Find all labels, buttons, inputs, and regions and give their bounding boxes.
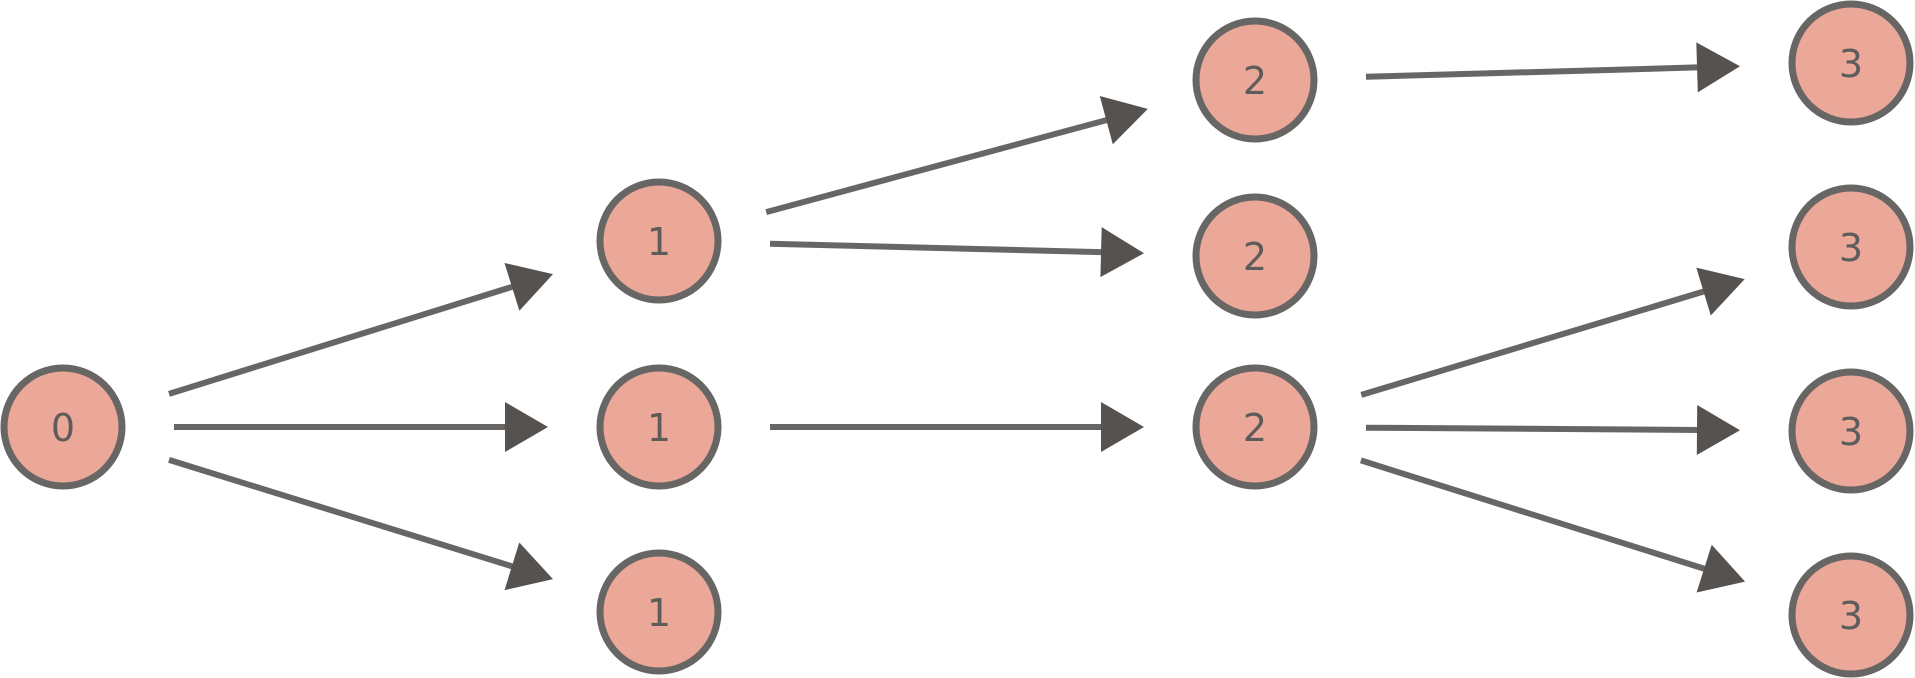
node-label: 2 (1243, 235, 1267, 279)
arrowhead (1696, 42, 1740, 93)
edge-arrow (168, 263, 553, 397)
tree-node: 3 (1788, 0, 1914, 126)
node-circle (1788, 552, 1914, 678)
node-label: 3 (1839, 410, 1863, 454)
node-label: 1 (647, 220, 671, 264)
edge-line (1365, 64, 1702, 80)
edge-arrow (174, 402, 548, 452)
arrowhead (1696, 405, 1740, 455)
edge-arrow (1365, 42, 1740, 93)
arrowhead (1696, 544, 1746, 593)
edge-line (1360, 287, 1709, 398)
node-circle (596, 178, 722, 304)
edge-arrow (1360, 267, 1745, 398)
tree-node: 2 (1192, 364, 1318, 490)
arrowhead (504, 263, 553, 311)
tree-node: 1 (596, 549, 722, 675)
node-circle (0, 364, 126, 490)
edge-arrow (770, 402, 1144, 452)
edge-line (1359, 457, 1709, 573)
node-circle (1788, 368, 1914, 494)
edge-line (1365, 424, 1702, 433)
node-circle (596, 549, 722, 675)
edges-layer (168, 42, 1746, 593)
arrowhead (1099, 96, 1148, 145)
node-label: 2 (1243, 406, 1267, 450)
edge-line (168, 457, 517, 571)
node-label: 3 (1839, 226, 1863, 270)
edge-arrow (765, 96, 1148, 215)
tree-node: 1 (596, 178, 722, 304)
tree-node: 3 (1788, 184, 1914, 310)
arrowhead (505, 402, 548, 452)
node-circle (1192, 17, 1318, 143)
node-label: 3 (1839, 42, 1863, 86)
tree-node: 2 (1192, 17, 1318, 143)
edge-arrow (769, 227, 1144, 278)
node-circle (596, 364, 722, 490)
arrowhead (1696, 267, 1745, 316)
tree-node: 1 (596, 364, 722, 490)
tree-node: 0 (0, 364, 126, 490)
node-label: 3 (1839, 594, 1863, 638)
node-label: 1 (647, 591, 671, 635)
node-circle (1192, 193, 1318, 319)
edge-line (769, 240, 1106, 256)
edge-line (168, 282, 517, 397)
node-circle (1788, 0, 1914, 126)
arrowhead (1100, 227, 1144, 278)
edge-arrow (1365, 405, 1740, 455)
tree-node: 3 (1788, 552, 1914, 678)
edge-arrow (1359, 457, 1746, 593)
edge-line (765, 116, 1111, 215)
node-circle (1192, 364, 1318, 490)
node-circle (1788, 184, 1914, 310)
node-label: 1 (647, 406, 671, 450)
node-label: 0 (51, 406, 75, 450)
tree-node: 3 (1788, 368, 1914, 494)
arrowhead (504, 542, 553, 591)
node-label: 2 (1243, 59, 1267, 103)
edge-arrow (168, 457, 553, 591)
arrowhead (1101, 402, 1144, 452)
tree-node: 2 (1192, 193, 1318, 319)
